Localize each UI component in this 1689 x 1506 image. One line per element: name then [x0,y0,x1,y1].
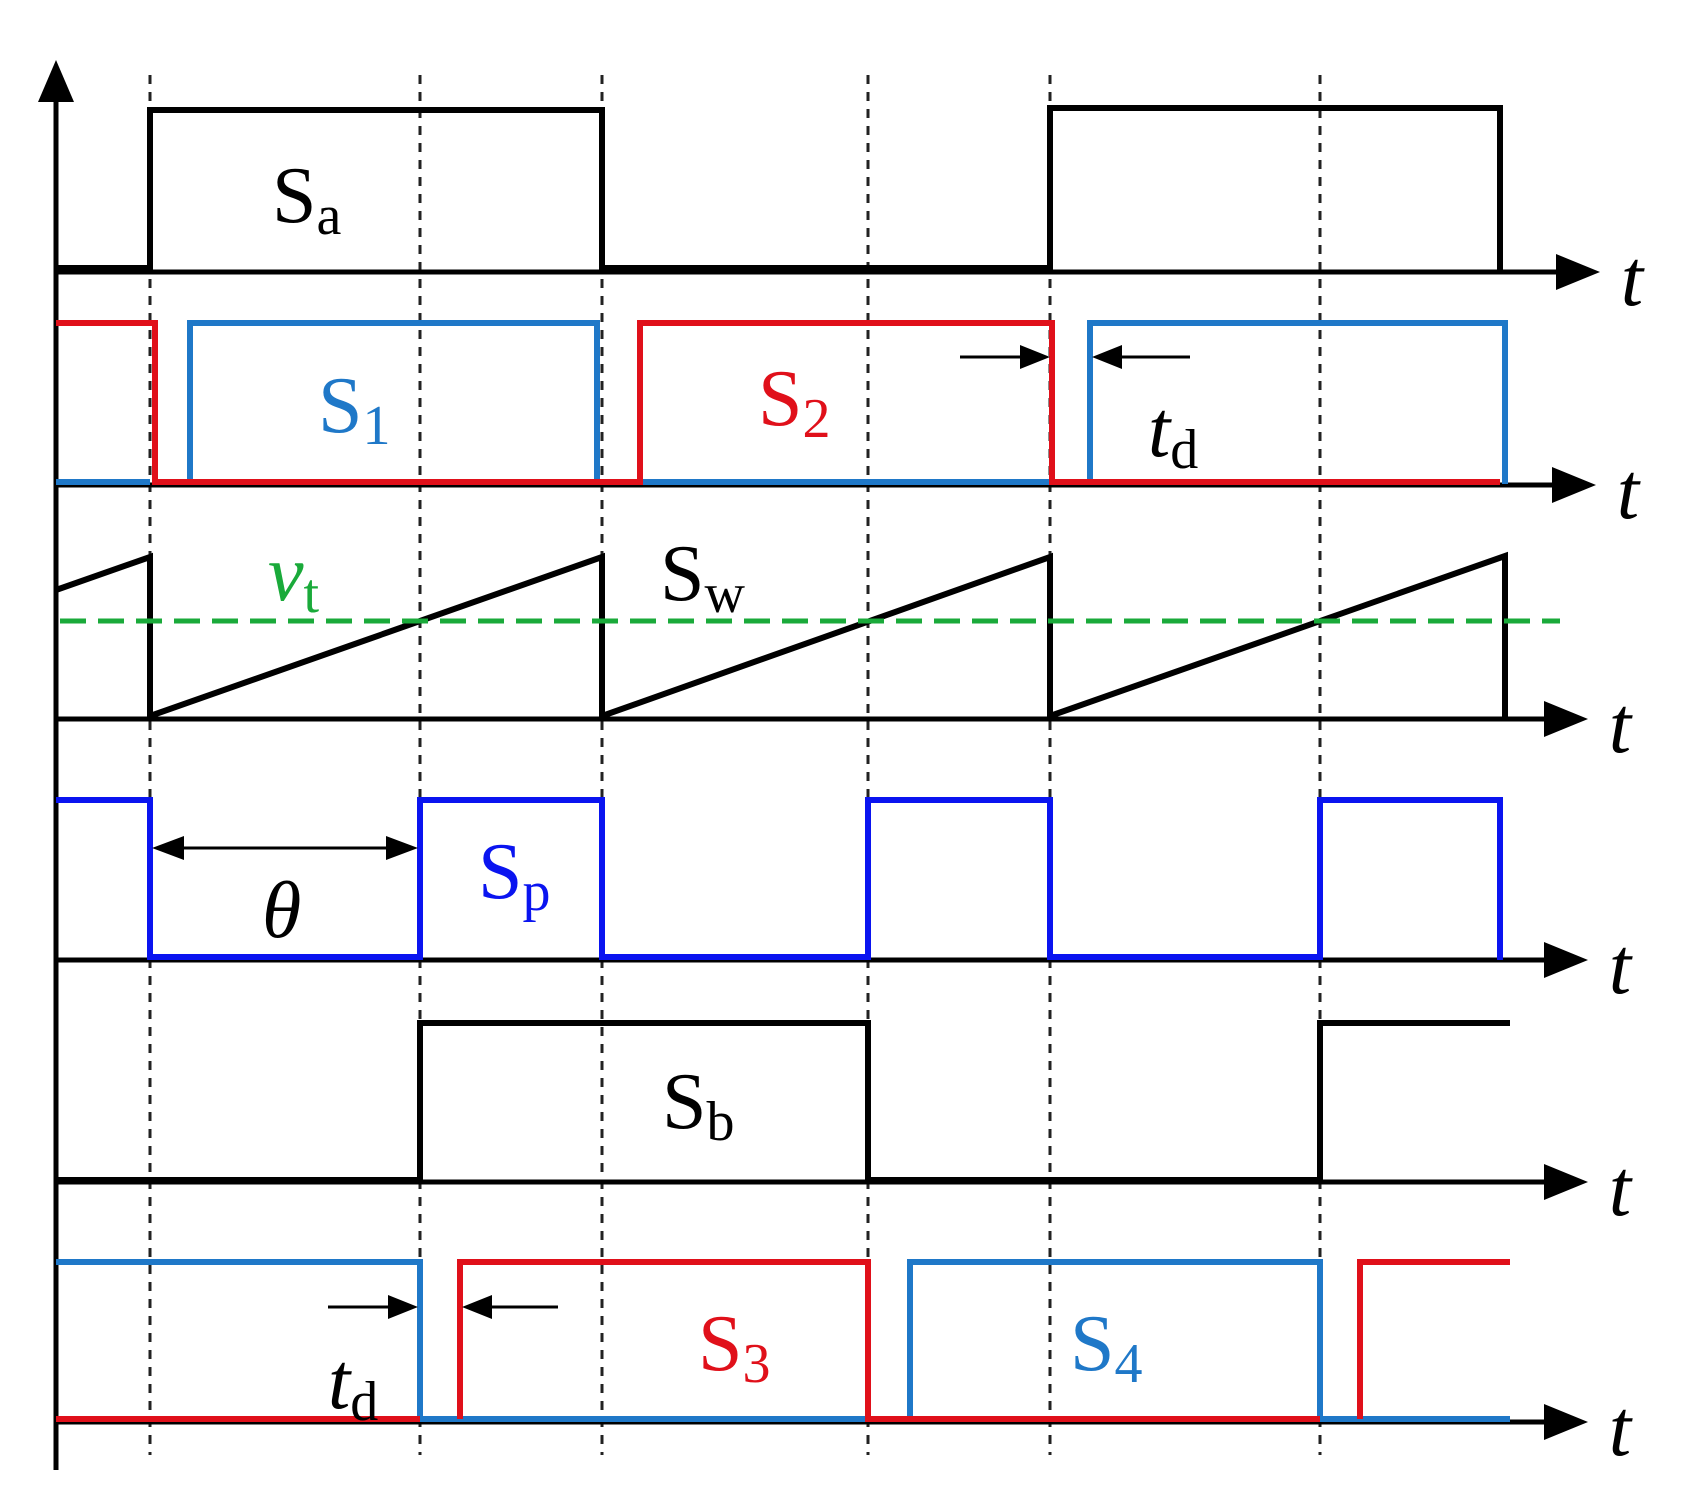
sw-sawtooth [55,551,1508,721]
phase-guide-lines [148,75,1322,1455]
time-axis-arrowhead [1544,701,1588,737]
sa-label: Sa [272,152,342,247]
s3-label: S3 [698,1300,771,1395]
sp-label: Sp [478,828,551,923]
time-axis-label: t [1609,1385,1633,1473]
s2-waveform [56,320,1500,485]
s1-label: S1 [318,362,391,457]
s2-label: S2 [758,355,831,450]
sw-label: Sw [660,530,746,625]
time-axis-label: t [1609,682,1633,770]
s4-label: S4 [1070,1300,1143,1395]
sb-label: Sb [662,1058,735,1153]
time-axis-arrowhead [1556,254,1600,290]
theta-arrow [152,836,418,860]
time-axis-arrowhead [1544,1404,1588,1440]
td-upper-arrows [960,345,1190,369]
time-axis-label: t [1617,448,1641,536]
sp-waveform [56,797,1503,960]
time-axis-label: t [1621,235,1645,323]
time-axis-arrowhead [1544,942,1588,978]
time-axis-label: t [1609,1145,1633,1233]
theta-label: θ [262,867,301,955]
time-axis-arrowhead [1544,1164,1588,1200]
td-lower-arrows [328,1295,558,1319]
s4-waveform [56,1259,1510,1422]
s1-waveform [56,320,1508,485]
sb-waveform [56,1020,1510,1183]
time-axis-arrowhead [1552,467,1596,503]
time-axis-labels: t t t t t t [1609,235,1645,1473]
vt-label: vt [268,530,320,625]
time-axis-label: t [1609,923,1633,1011]
s3-waveform [56,1259,1510,1422]
td-lower-label: td [328,1338,378,1433]
sa-waveform [56,105,1503,271]
td-upper-label: td [1148,386,1198,481]
